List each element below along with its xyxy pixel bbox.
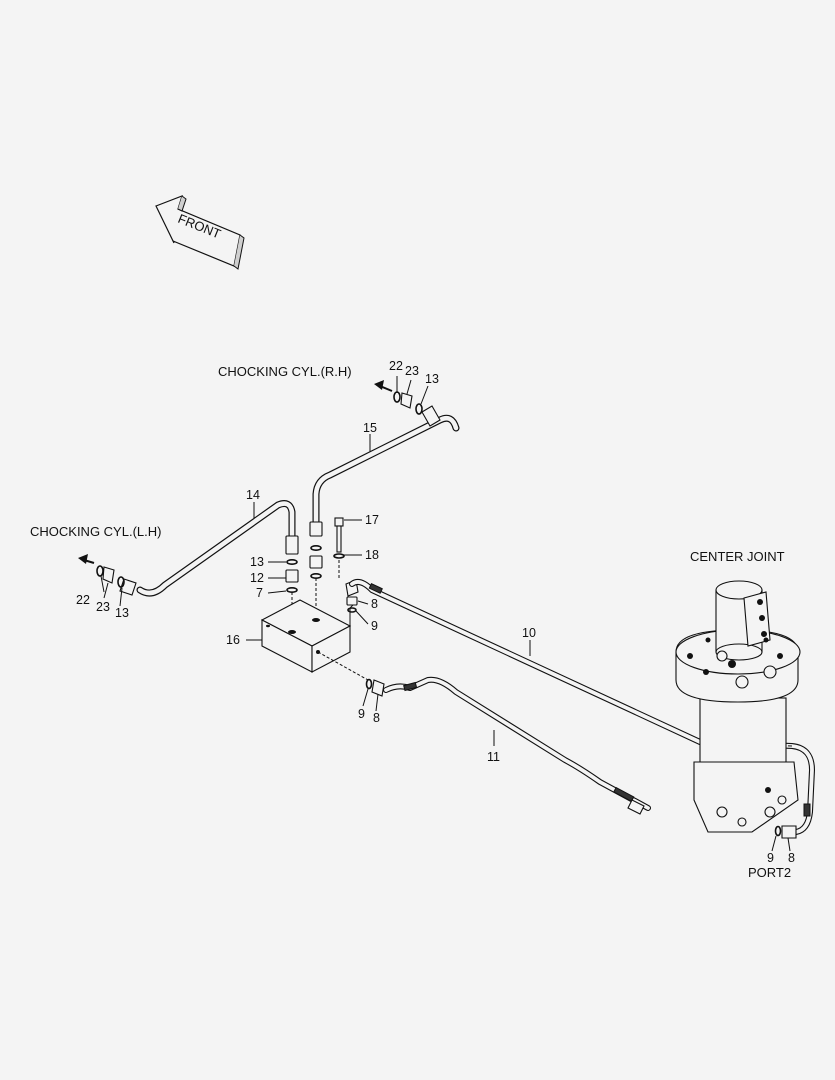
callout-8-port2: 8 (788, 851, 795, 865)
callout-17: 17 (365, 513, 379, 527)
rh-fittings (374, 380, 423, 415)
bolt-17 (333, 517, 345, 578)
callout-22-lh: 22 (76, 593, 90, 607)
manifold-block-16 (260, 599, 369, 681)
callout-10: 10 (522, 626, 536, 640)
label-chocking-cyl-lh: CHOCKING CYL.(L.H) (30, 524, 161, 539)
callout-9-mid: 9 (358, 707, 365, 721)
callout-18: 18 (365, 548, 379, 562)
callout-8-mid: 8 (373, 711, 380, 725)
label-port2: PORT2 (748, 865, 791, 880)
callout-12: 12 (250, 571, 264, 585)
callout-8-top: 8 (371, 597, 378, 611)
callout-9-top: 9 (371, 619, 378, 633)
callout-23-lh: 23 (96, 600, 110, 614)
callout-14: 14 (246, 488, 260, 502)
callout-15: 15 (363, 421, 377, 435)
callout-22-rh: 22 (389, 359, 403, 373)
pipe-15 (309, 405, 460, 537)
callout-11: 11 (487, 750, 500, 764)
callout-13-rh: 13 (425, 372, 439, 386)
fitting-9-8-mid (365, 678, 385, 697)
front-arrow: FRONT (155, 194, 245, 270)
label-center-joint: CENTER JOINT (690, 549, 785, 564)
leader-lines (100, 376, 791, 852)
hose-11 (383, 676, 651, 815)
label-chocking-cyl-rh: CHOCKING CYL.(R.H) (218, 364, 352, 379)
callout-7: 7 (256, 586, 263, 600)
center-joint (675, 580, 801, 833)
callout-16: 16 (226, 633, 240, 647)
lh-fittings (78, 554, 125, 588)
callout-9-port2: 9 (767, 851, 774, 865)
fitting-port2 (774, 825, 797, 839)
callout-13-lh: 13 (115, 606, 129, 620)
callout-13: 13 (250, 555, 264, 569)
pipe-14 (119, 500, 299, 597)
callout-23-rh: 23 (405, 364, 419, 378)
